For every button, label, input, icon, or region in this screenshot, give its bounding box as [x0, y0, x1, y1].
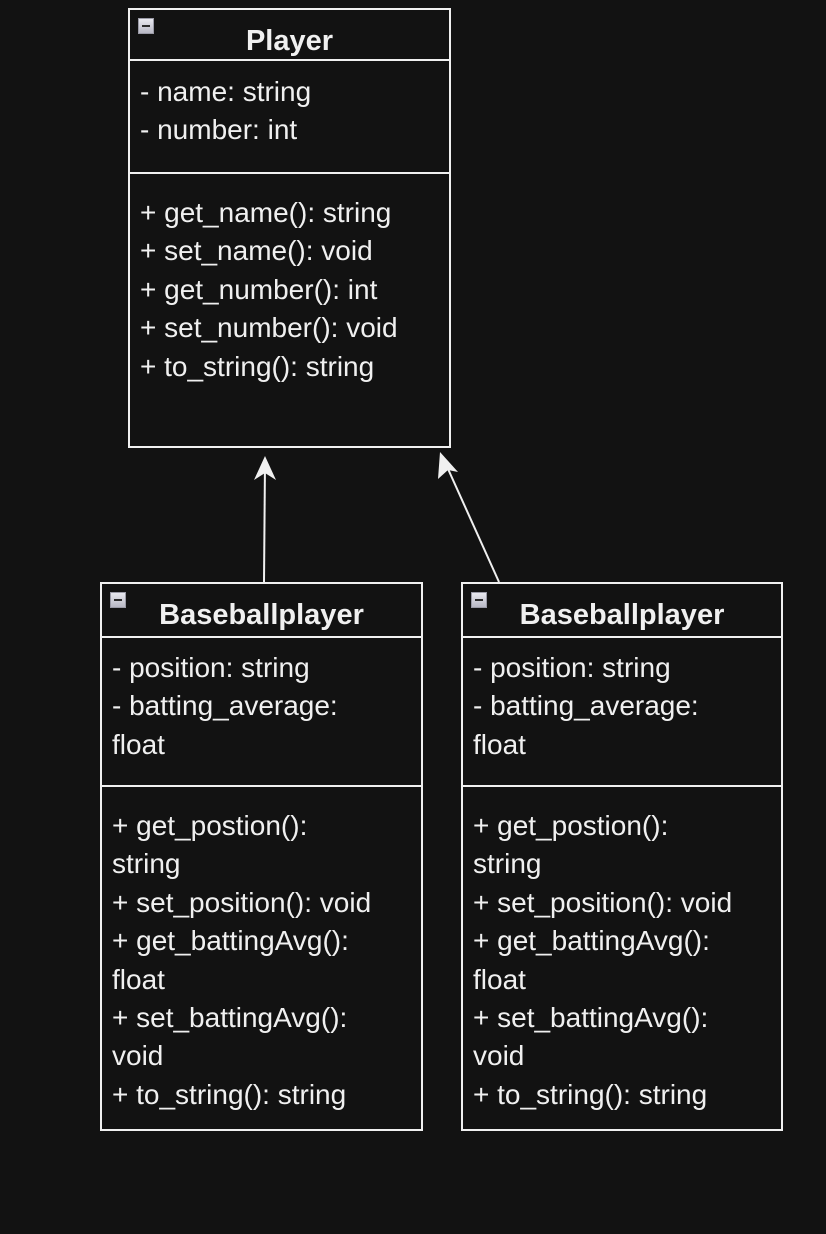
attribute-line: - number: int	[140, 114, 298, 146]
player-class[interactable]: Player - name: string - number: int + ge…	[128, 8, 451, 448]
method-line: + set_battingAvg():	[112, 1002, 348, 1034]
attributes-section: - position: string - batting_average: fl…	[102, 638, 421, 787]
method-line: + set_number(): void	[140, 312, 398, 344]
method-line: + get_battingAvg():	[112, 925, 349, 957]
method-line: void	[473, 1040, 525, 1072]
class-name: Baseballplayer	[159, 599, 364, 631]
method-line: void	[112, 1040, 164, 1072]
collapse-icon[interactable]	[471, 592, 487, 608]
method-line: + set_position(): void	[112, 886, 372, 918]
method-line: + set_name(): void	[140, 235, 373, 267]
method-line: + get_postion():	[473, 810, 669, 841]
class-header: Player	[130, 10, 449, 61]
class-header: Baseballplayer	[102, 584, 421, 638]
methods-section: + get_postion(): string + set_position()…	[463, 787, 781, 1114]
attributes-section: - position: string - batting_average: fl…	[463, 638, 781, 787]
attribute-line: float	[112, 728, 165, 760]
methods-section: + get_name(): string + set_name(): void …	[130, 174, 449, 386]
attribute-line: - position: string	[112, 652, 310, 683]
method-line: + get_number(): int	[140, 273, 378, 305]
method-line: string	[473, 848, 542, 880]
method-line: + set_position(): void	[473, 886, 733, 918]
attribute-line: - name: string	[140, 76, 312, 107]
attribute-line: - batting_average:	[473, 690, 699, 722]
method-line: + get_battingAvg():	[473, 925, 710, 957]
method-line: + set_battingAvg():	[473, 1002, 709, 1034]
collapse-icon[interactable]	[110, 592, 126, 608]
inheritance-arrow-left	[254, 456, 276, 583]
collapse-icon[interactable]	[138, 18, 154, 34]
method-line: + get_postion():	[112, 810, 308, 841]
class-header: Baseballplayer	[463, 584, 781, 638]
method-line: float	[112, 963, 165, 995]
method-line: float	[473, 963, 526, 995]
attributes-section: - name: string - number: int	[130, 61, 449, 174]
method-line: + get_name(): string	[140, 197, 392, 228]
methods-section: + get_postion(): string + set_position()…	[102, 787, 421, 1114]
inheritance-arrow-right	[438, 452, 500, 583]
method-line: + to_string(): string	[112, 1078, 347, 1110]
method-line: + to_string(): string	[473, 1078, 708, 1110]
method-line: string	[112, 848, 181, 880]
baseballplayer-class-left[interactable]: Baseballplayer - position: string - batt…	[100, 582, 423, 1131]
baseballplayer-class-right[interactable]: Baseballplayer - position: string - batt…	[461, 582, 783, 1131]
attribute-line: float	[473, 728, 526, 760]
class-name: Baseballplayer	[519, 599, 725, 631]
attribute-line: - position: string	[473, 652, 671, 683]
class-name: Player	[245, 25, 334, 57]
attribute-line: - batting_average:	[112, 690, 338, 722]
method-line: + to_string(): string	[140, 350, 375, 382]
